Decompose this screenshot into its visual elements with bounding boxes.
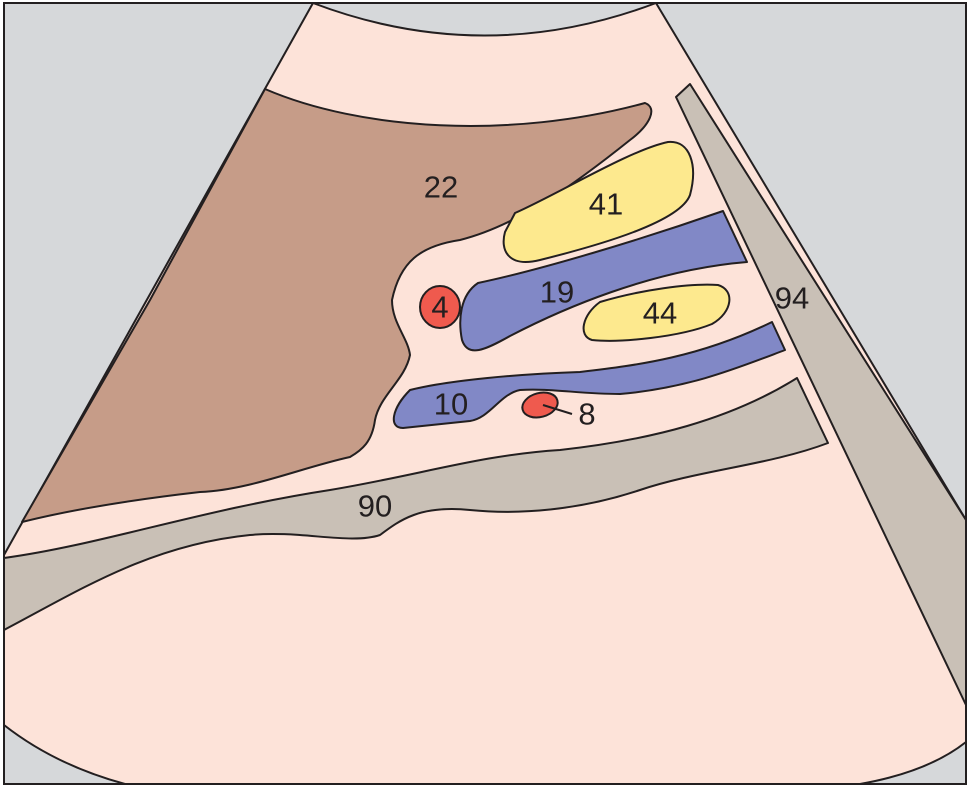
label-8: 8 bbox=[578, 397, 595, 432]
label-90: 90 bbox=[358, 489, 392, 524]
label-4: 4 bbox=[431, 290, 448, 325]
label-19: 19 bbox=[540, 275, 574, 310]
leader-line-8 bbox=[542, 404, 573, 415]
region-4 bbox=[419, 285, 461, 329]
region-94 bbox=[675, 83, 967, 706]
label-22: 22 bbox=[424, 170, 458, 205]
region-41 bbox=[502, 140, 694, 263]
label-10: 10 bbox=[434, 387, 468, 422]
region-10 bbox=[392, 321, 786, 429]
region-44 bbox=[582, 283, 731, 342]
label-44: 44 bbox=[643, 296, 677, 331]
region-22 bbox=[21, 88, 653, 523]
region-8 bbox=[521, 391, 559, 419]
label-41: 41 bbox=[589, 187, 623, 222]
region-90 bbox=[3, 377, 829, 631]
label-94: 94 bbox=[775, 281, 809, 316]
region-19 bbox=[459, 210, 748, 352]
